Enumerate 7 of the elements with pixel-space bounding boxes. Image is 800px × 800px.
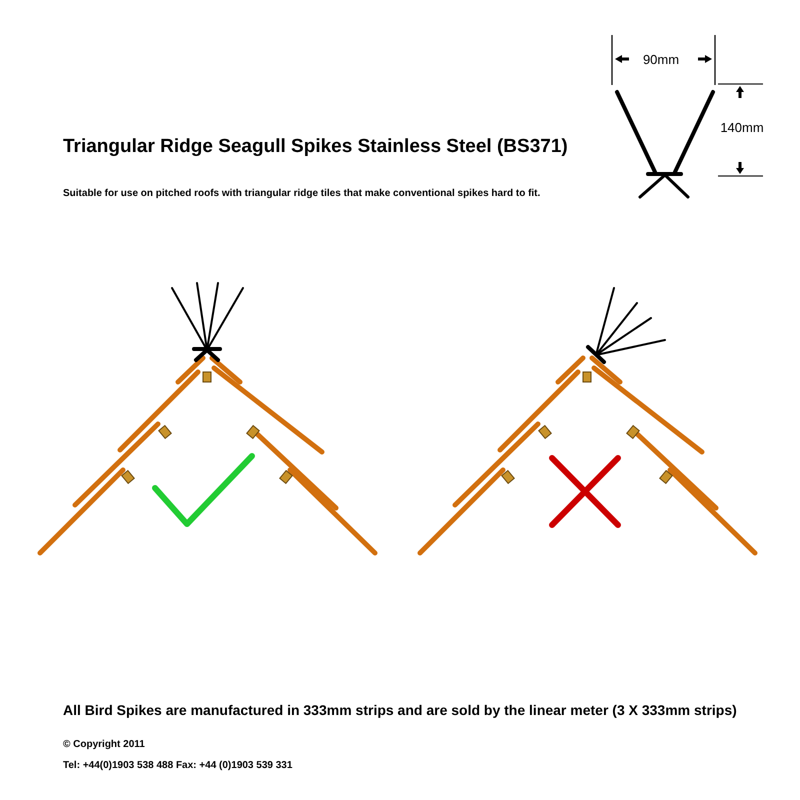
copyright-notice: © Copyright 2011 [63, 739, 145, 751]
note: All Bird Spikes are manufactured in 333mm strips and are sold by the linear meter (3 X 333mm strips) [63, 702, 737, 719]
dimension-label: 90mm [642, 52, 680, 68]
dimension-label: 140mm [720, 120, 764, 136]
subtitle: Suitable for use on pitched roofs with triangular ridge tiles that make conventional spikes hard to fit. [63, 188, 540, 200]
contact-details: Tel: +44(0)1903 538 488 Fax: +44 (0)1903 539 331 [63, 760, 292, 772]
title: Triangular Ridge Seagull Spikes Stainless Steel (BS371) [63, 136, 568, 159]
